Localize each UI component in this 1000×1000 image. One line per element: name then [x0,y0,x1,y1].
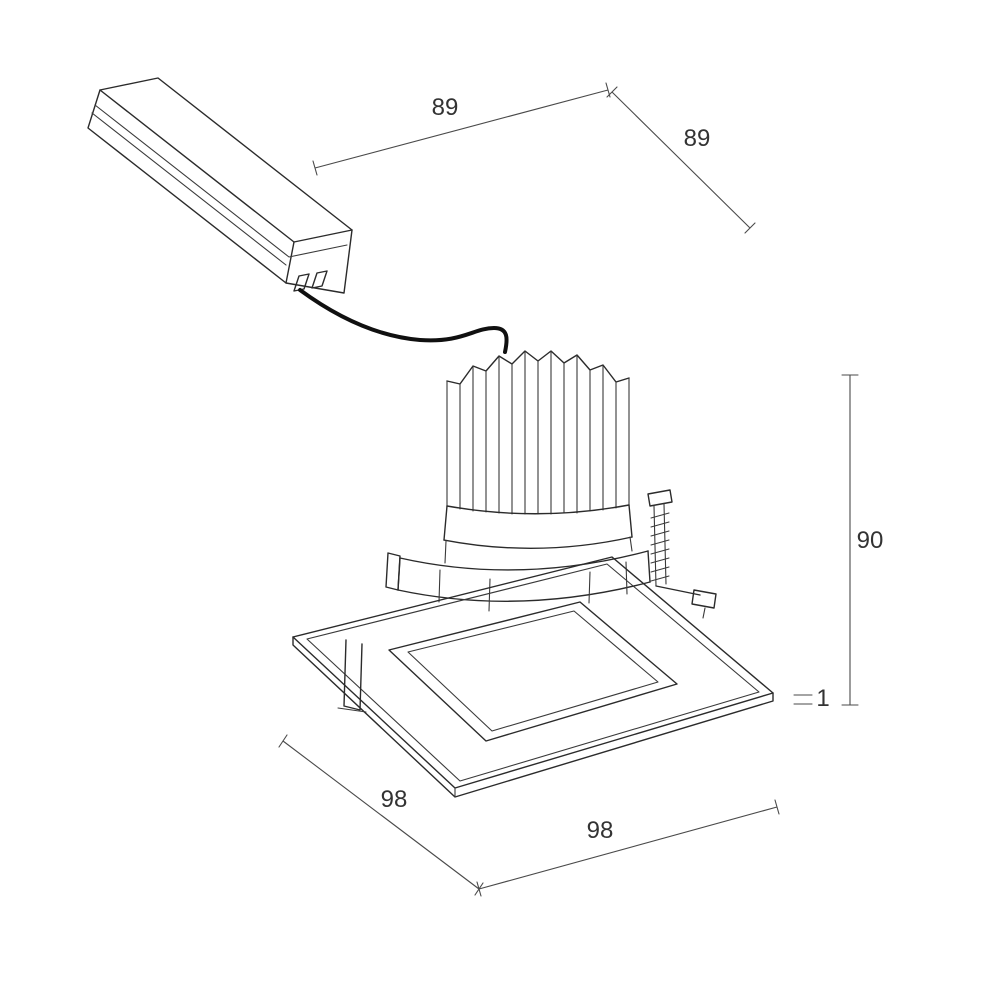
dimension-label-bezel-thickness: 1 [816,685,830,712]
trim-plate [292,556,774,798]
dimension-label-bottom-depth: 98 [586,817,614,844]
dimension-ticks-bezel-thickness [793,694,813,705]
dimension-line-top-depth [606,86,756,234]
spring-clip [337,639,367,713]
dimension-label-top-depth: 89 [683,125,711,152]
dimension-line-bottom-width [278,734,484,896]
dimension-line-top-width [312,82,611,176]
mounting-ring [385,550,651,612]
driver-box [87,77,353,294]
dimension-label-top-width: 89 [431,94,459,121]
heatsink-fins [446,350,630,515]
dimension-label-height: 90 [856,527,884,554]
driver-terminals [293,270,328,292]
dimension-line-bottom-depth [476,799,780,897]
dimension-label-bottom-width: 98 [380,786,408,813]
trim-aperture [388,601,678,742]
dimension-line-height [841,374,859,706]
heatsink-body [443,504,633,564]
spring-screw-clamp [647,489,717,619]
power-cable [298,288,509,354]
